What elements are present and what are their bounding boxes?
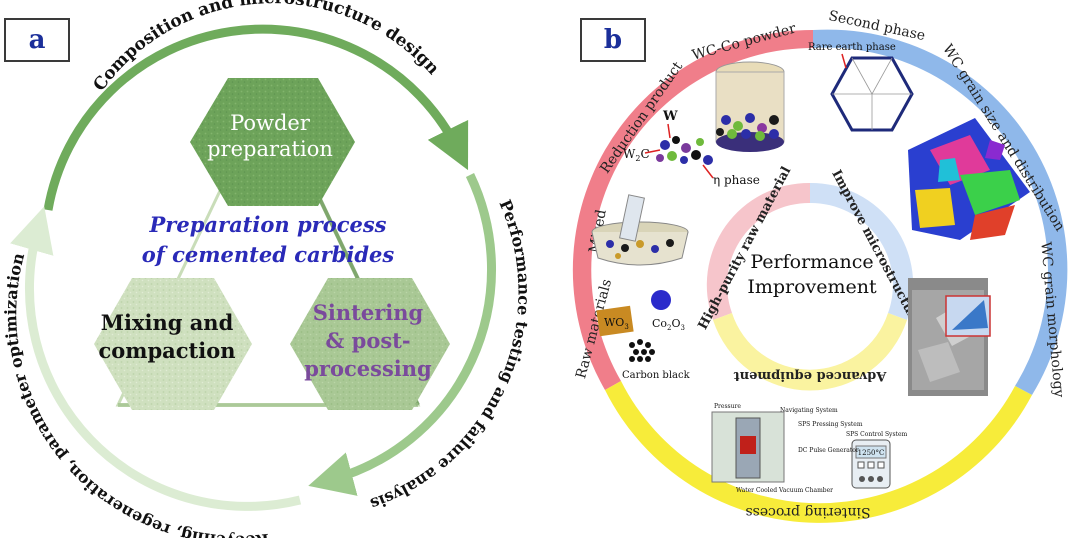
inner-ring-red (706, 182, 810, 320)
annot-w: W (662, 109, 678, 124)
hexagon-mixing-compaction (94, 278, 252, 410)
wc-co-powder-image (715, 61, 785, 152)
annot-co2o3: Co2O3 (652, 317, 685, 332)
hex-right-line1: Sintering (313, 300, 424, 325)
annot-wo3: WO3 (604, 316, 629, 331)
sps-equipment: 1250°C SPS Pressing System DC Pulse Gene… (711, 403, 907, 494)
center-title-line1: Preparation process (149, 212, 387, 237)
outer-ring-yellow (605, 381, 1032, 523)
cycle-arc-top (43, 24, 469, 211)
inner-ring-blue (810, 182, 914, 320)
annot-sps-control: SPS Control System (846, 431, 907, 438)
panel-label-b: b (580, 18, 646, 62)
hexagon-powder-preparation (190, 78, 355, 206)
panel-a: Composition and microstructure design Pe… (1, 0, 533, 542)
hex-right-line2: & post- (325, 328, 410, 353)
hex-left-line2: compaction (98, 338, 235, 363)
annot-navigating: Navigating System (780, 407, 838, 414)
cycle-arc-left (10, 206, 302, 511)
reduction-product-particles: W W2C η phase (623, 109, 760, 187)
mixing-bowl (591, 194, 689, 266)
annot-dc-pulse: DC Pulse Generator (798, 447, 859, 454)
annot-rare-earth: Rare earth phase (808, 42, 896, 53)
inner-ring-yellow (713, 313, 907, 391)
annot-vacuum-chamber: Water Cooled Vacuum Chamber (736, 487, 833, 494)
outer-ring-blue (813, 29, 1068, 396)
center-performance: Performance (750, 251, 873, 273)
inner-label-equipment: Advanced equipment (734, 368, 888, 383)
hexagon-sintering (290, 278, 450, 410)
panel-label-a: a (4, 18, 70, 62)
grain-morphology-sem (908, 278, 991, 396)
grain-size-map (908, 118, 1030, 240)
center-title-line2: of cemented carbides (142, 242, 395, 267)
annot-sps-pressing: SPS Pressing System (798, 421, 863, 428)
hex-top-line2: preparation (207, 137, 333, 161)
annot-temp: 1250°C (858, 449, 885, 457)
grain-structure-hexagon: Rare earth phase (808, 42, 914, 132)
outer-ring-red (572, 29, 813, 390)
cycle-arc-right (308, 173, 497, 496)
hex-top-line1: Powder (230, 111, 311, 135)
panel-b: Raw materials Mixed Reduction product WC… (572, 8, 1068, 523)
annot-eta-phase: η phase (713, 173, 760, 187)
annot-pressure: Pressure (714, 403, 741, 410)
center-improvement: Improvement (747, 276, 877, 298)
raw-materials: WO3 Co2O3 Carbon black (596, 290, 691, 381)
annot-carbon-black: Carbon black (622, 370, 691, 381)
annot-w2c: W2C (623, 147, 650, 163)
label-sintering-process: Sintering process (745, 504, 870, 520)
hex-left-line1: Mixing and (101, 310, 234, 335)
hex-right-line3: processing (304, 356, 432, 381)
inner-label-raw-material: High-purity raw material (696, 164, 795, 332)
